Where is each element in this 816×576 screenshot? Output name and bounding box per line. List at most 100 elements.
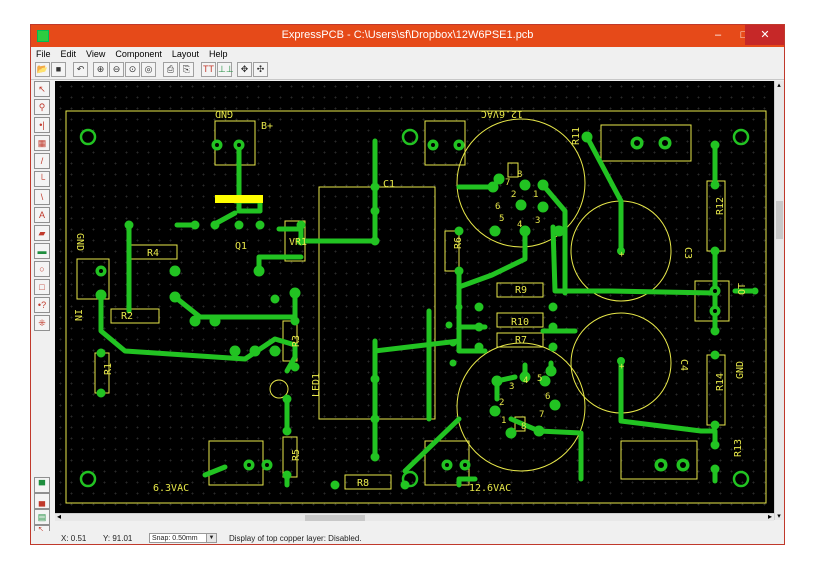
- label-q1: Q1: [235, 241, 247, 252]
- diagonal-trace-tool-button[interactable]: \: [34, 189, 50, 205]
- horizontal-scrollbar[interactable]: ◂ ▸: [55, 512, 774, 521]
- status-x-coordinate: X: 0.51: [61, 534, 87, 543]
- status-message: Display of top copper layer: Disabled.: [229, 534, 362, 543]
- zoom-tool-icon: ⚲: [38, 102, 46, 112]
- snap-dropdown-icon[interactable]: ▼: [206, 533, 217, 543]
- zoom-in-button[interactable]: ⊕: [93, 62, 108, 77]
- menu-component[interactable]: Component: [115, 49, 162, 59]
- undo-button[interactable]: ↶: [73, 62, 88, 77]
- pad-drill-holes: [99, 140, 717, 468]
- menu-view[interactable]: View: [86, 49, 106, 59]
- zoom-in-icon: ⊕: [96, 64, 105, 74]
- zoom-fit-button[interactable]: ⊙: [125, 62, 140, 77]
- pad-info-tool-button[interactable]: •?: [34, 297, 50, 313]
- top-layer-button[interactable]: TT: [201, 62, 216, 77]
- trace-tool-button[interactable]: /: [34, 153, 50, 169]
- label-ot: OT: [737, 283, 748, 295]
- t1-pin-5: 5: [499, 214, 504, 224]
- copper-fill-tool-button[interactable]: ▰: [34, 225, 50, 241]
- scroll-up-icon[interactable]: ▴: [777, 82, 781, 89]
- top-copper-layer-button[interactable]: ▀: [34, 477, 50, 493]
- scroll-left-icon[interactable]: ◂: [57, 512, 62, 521]
- toolbar: 📂 ■ ↶ ⊕ ⊖ ⊙ ◎ ⎙ ⎘ TT ⊥⊥ ✥ ✣: [31, 61, 784, 80]
- board-outline: [65, 110, 767, 504]
- zoom-previous-button[interactable]: ◎: [141, 62, 156, 77]
- pan-button[interactable]: ✣: [253, 62, 268, 77]
- board-icon: ▬: [37, 246, 47, 256]
- save-icon: ■: [55, 64, 62, 74]
- label-r13: R13: [733, 439, 744, 457]
- minimize-button[interactable]: –: [714, 29, 722, 41]
- maximize-button[interactable]: □: [740, 29, 748, 41]
- scroll-down-icon[interactable]: ▾: [777, 513, 781, 520]
- select-tool-button[interactable]: ↖: [34, 81, 50, 97]
- bottom-layer-button[interactable]: ⊥⊥: [217, 62, 234, 77]
- grid-icon: ⁜: [38, 318, 46, 328]
- print-button[interactable]: ⎙: [163, 62, 178, 77]
- t2-pin-2: 2: [499, 398, 504, 408]
- component-tool-button[interactable]: ▦: [34, 135, 50, 151]
- label-c3: C3: [682, 247, 693, 259]
- trace-corner-tool-button[interactable]: └: [34, 171, 50, 187]
- title-bar[interactable]: ExpressPCB - C:\Users\sf\Dropbox\12W6PSE…: [31, 25, 784, 47]
- bottom-copper-layer-button[interactable]: ▄: [34, 493, 50, 509]
- scroll-right-icon[interactable]: ▸: [767, 512, 772, 521]
- copper-fill-icon: ▰: [38, 228, 46, 238]
- t2-pin-4: 4: [523, 376, 528, 386]
- text-tool-button[interactable]: A: [34, 207, 50, 223]
- silkscreen-labels: GND B+ C1 12.6VAC R11 R4 Q1 VR1 R6 R12 C…: [72, 108, 748, 494]
- label-12-6vac-top: 12.6VAC: [481, 108, 523, 119]
- top-layer-icon: TT: [203, 64, 214, 74]
- t2-pin-1: 1: [501, 416, 506, 426]
- horizontal-scroll-thumb[interactable]: [305, 515, 365, 521]
- tool-palette: ↖ ⚲ •| ▦ / └ \ A ▰ ▬ ○ □ •? ⁜ ▀ ▄ ▤ ⤡: [33, 81, 52, 535]
- menu-file[interactable]: File: [36, 49, 51, 59]
- zoom-tool-button[interactable]: ⚲: [34, 99, 50, 115]
- bottom-copper-layer-icon: ▄: [38, 496, 46, 506]
- zoom-out-button[interactable]: ⊖: [109, 62, 124, 77]
- status-bar: X: 0.51 Y: 91.01 Snap: 0.50mm ▼ Display …: [31, 531, 784, 544]
- text-icon: A: [38, 210, 45, 220]
- save-button[interactable]: ■: [51, 62, 66, 77]
- label-c3-plus: +: [619, 250, 625, 260]
- label-led1: LED1: [311, 373, 322, 397]
- label-in: IN: [72, 309, 83, 321]
- label-r9: R9: [515, 285, 527, 296]
- ratsnest-icon: ⤡: [38, 525, 46, 535]
- menu-edit[interactable]: Edit: [60, 49, 77, 59]
- label-r1: R1: [103, 363, 114, 375]
- circle-icon: ○: [39, 264, 45, 274]
- vertical-scroll-thumb[interactable]: [776, 201, 783, 239]
- grid-tool-button[interactable]: ⁜: [34, 315, 50, 331]
- vertical-scrollbar[interactable]: ▴ ▾: [774, 81, 784, 520]
- select-arrow-icon: ↖: [38, 84, 46, 94]
- open-button[interactable]: 📂: [35, 62, 50, 77]
- pad-tool-button[interactable]: •|: [34, 117, 50, 133]
- board-tool-button[interactable]: ▬: [34, 243, 50, 259]
- expresspcb-app-icon: [37, 30, 49, 42]
- menu-layout[interactable]: Layout: [171, 49, 199, 59]
- circle-tool-button[interactable]: ○: [34, 261, 50, 277]
- t1-pin-4: 4: [517, 220, 522, 230]
- menu-help[interactable]: Help: [208, 49, 228, 59]
- zoom-previous-icon: ◎: [144, 64, 153, 74]
- close-button[interactable]: ✕: [745, 25, 784, 45]
- top-copper-layer-icon: ▀: [38, 480, 46, 490]
- print-preview-button[interactable]: ⎘: [179, 62, 194, 77]
- label-c1: C1: [383, 179, 395, 190]
- t1-pin-6: 6: [495, 202, 500, 212]
- move-button[interactable]: ✥: [237, 62, 252, 77]
- pcb-layout: GND B+ C1 12.6VAC R11 R4 Q1 VR1 R6 R12 C…: [65, 108, 767, 504]
- pcb-canvas[interactable]: GND B+ C1 12.6VAC R11 R4 Q1 VR1 R6 R12 C…: [55, 81, 774, 513]
- t1-pin-1: 1: [533, 190, 538, 200]
- t1-pin-7: 7: [505, 178, 510, 188]
- label-6-3vac: 6.3VAC: [153, 483, 189, 494]
- label-r6: R6: [453, 237, 464, 249]
- label-r12: R12: [715, 197, 726, 215]
- label-vr1: VR1: [289, 237, 307, 248]
- rectangle-tool-button[interactable]: □: [34, 279, 50, 295]
- t2-pin-5: 5: [537, 374, 542, 384]
- t2-pin-3: 3: [509, 382, 514, 392]
- component-icon: ▦: [37, 138, 47, 148]
- silkscreen-layer-button[interactable]: ▤: [34, 509, 50, 525]
